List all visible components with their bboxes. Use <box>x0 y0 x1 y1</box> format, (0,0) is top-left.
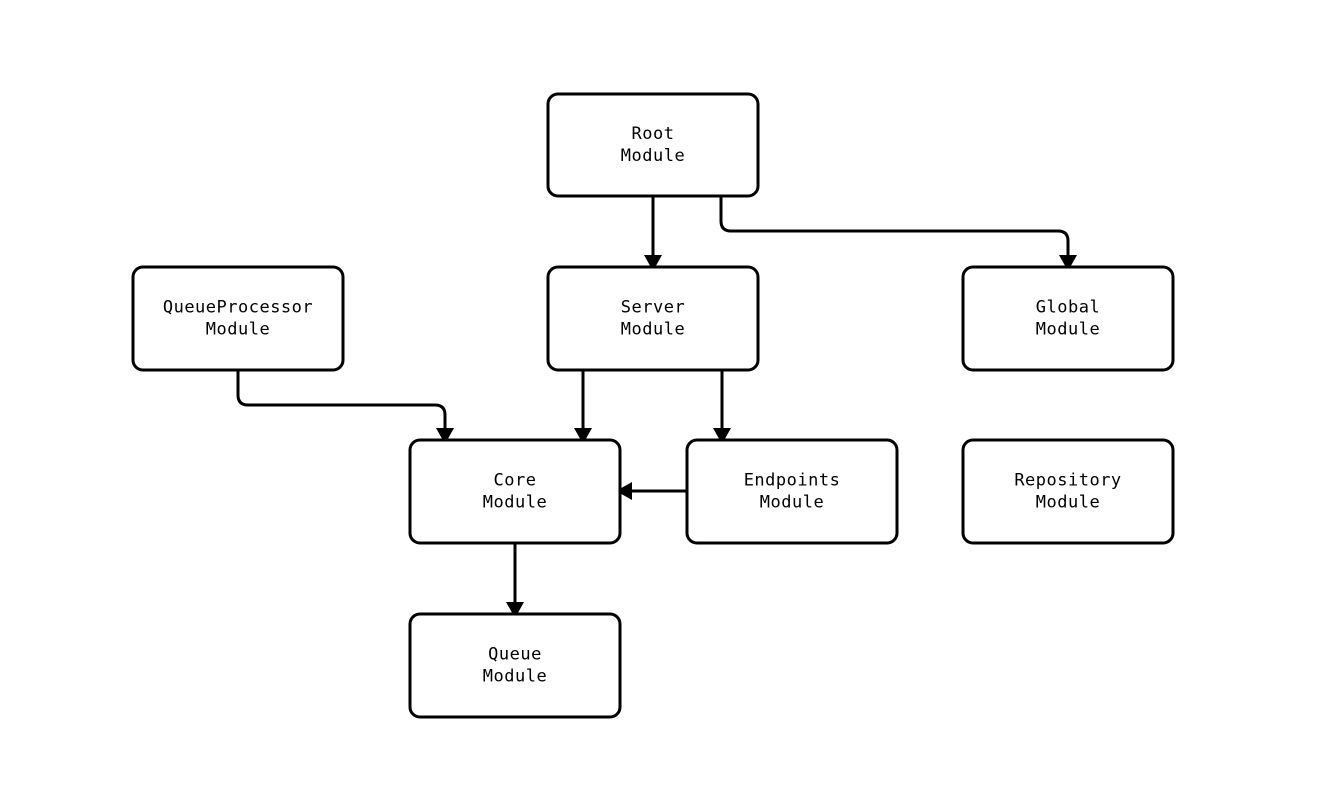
edge-root-to-server <box>644 196 662 271</box>
arrowhead-icon <box>436 428 454 444</box>
node-label-primary: QueueProcessor <box>163 298 313 318</box>
edge-server-to-core <box>574 370 592 444</box>
node-box[interactable] <box>546 92 760 198</box>
arrowhead-icon <box>574 428 592 444</box>
edge-queueprocessor-to-core <box>236 370 454 444</box>
node-box[interactable] <box>408 438 622 545</box>
nodes-layer: RootModuleQueueProcessorModuleServerModu… <box>131 92 1175 719</box>
node-label-primary: Global <box>1036 298 1100 318</box>
arrowhead-icon <box>644 255 662 271</box>
arrowhead-icon <box>616 482 632 500</box>
edge-root-to-global <box>719 196 1077 271</box>
node-label-primary: Server <box>621 298 685 318</box>
node-label-primary: Root <box>632 124 675 144</box>
edge-line <box>719 196 1070 255</box>
node-box[interactable] <box>961 265 1175 372</box>
node-label-secondary: Module <box>483 667 547 687</box>
node-label-secondary: Module <box>1036 493 1100 513</box>
edge-endpoints-to-core <box>616 482 687 500</box>
node-label-secondary: Module <box>760 493 824 513</box>
node-box[interactable] <box>961 438 1175 545</box>
node-label-primary: Endpoints <box>744 471 841 491</box>
node-label-primary: Repository <box>1014 471 1121 491</box>
node-box[interactable] <box>131 265 345 372</box>
node-box[interactable] <box>685 438 899 545</box>
edge-server-to-endpoints <box>713 370 731 444</box>
node-label-secondary: Module <box>621 146 685 166</box>
edge-line <box>236 370 447 428</box>
arrowhead-icon <box>506 602 524 618</box>
edge-core-to-queue <box>506 543 524 618</box>
node-label-secondary: Module <box>621 320 685 340</box>
node-label-secondary: Module <box>1036 320 1100 340</box>
node-label-primary: Queue <box>488 645 542 665</box>
edges-layer <box>236 196 1077 618</box>
arrowhead-icon <box>1059 255 1077 271</box>
node-box[interactable] <box>408 612 622 719</box>
node-label-primary: Core <box>494 471 537 491</box>
node-box[interactable] <box>546 265 760 372</box>
arrowhead-icon <box>713 428 731 444</box>
node-label-secondary: Module <box>206 320 270 340</box>
node-label-secondary: Module <box>483 493 547 513</box>
